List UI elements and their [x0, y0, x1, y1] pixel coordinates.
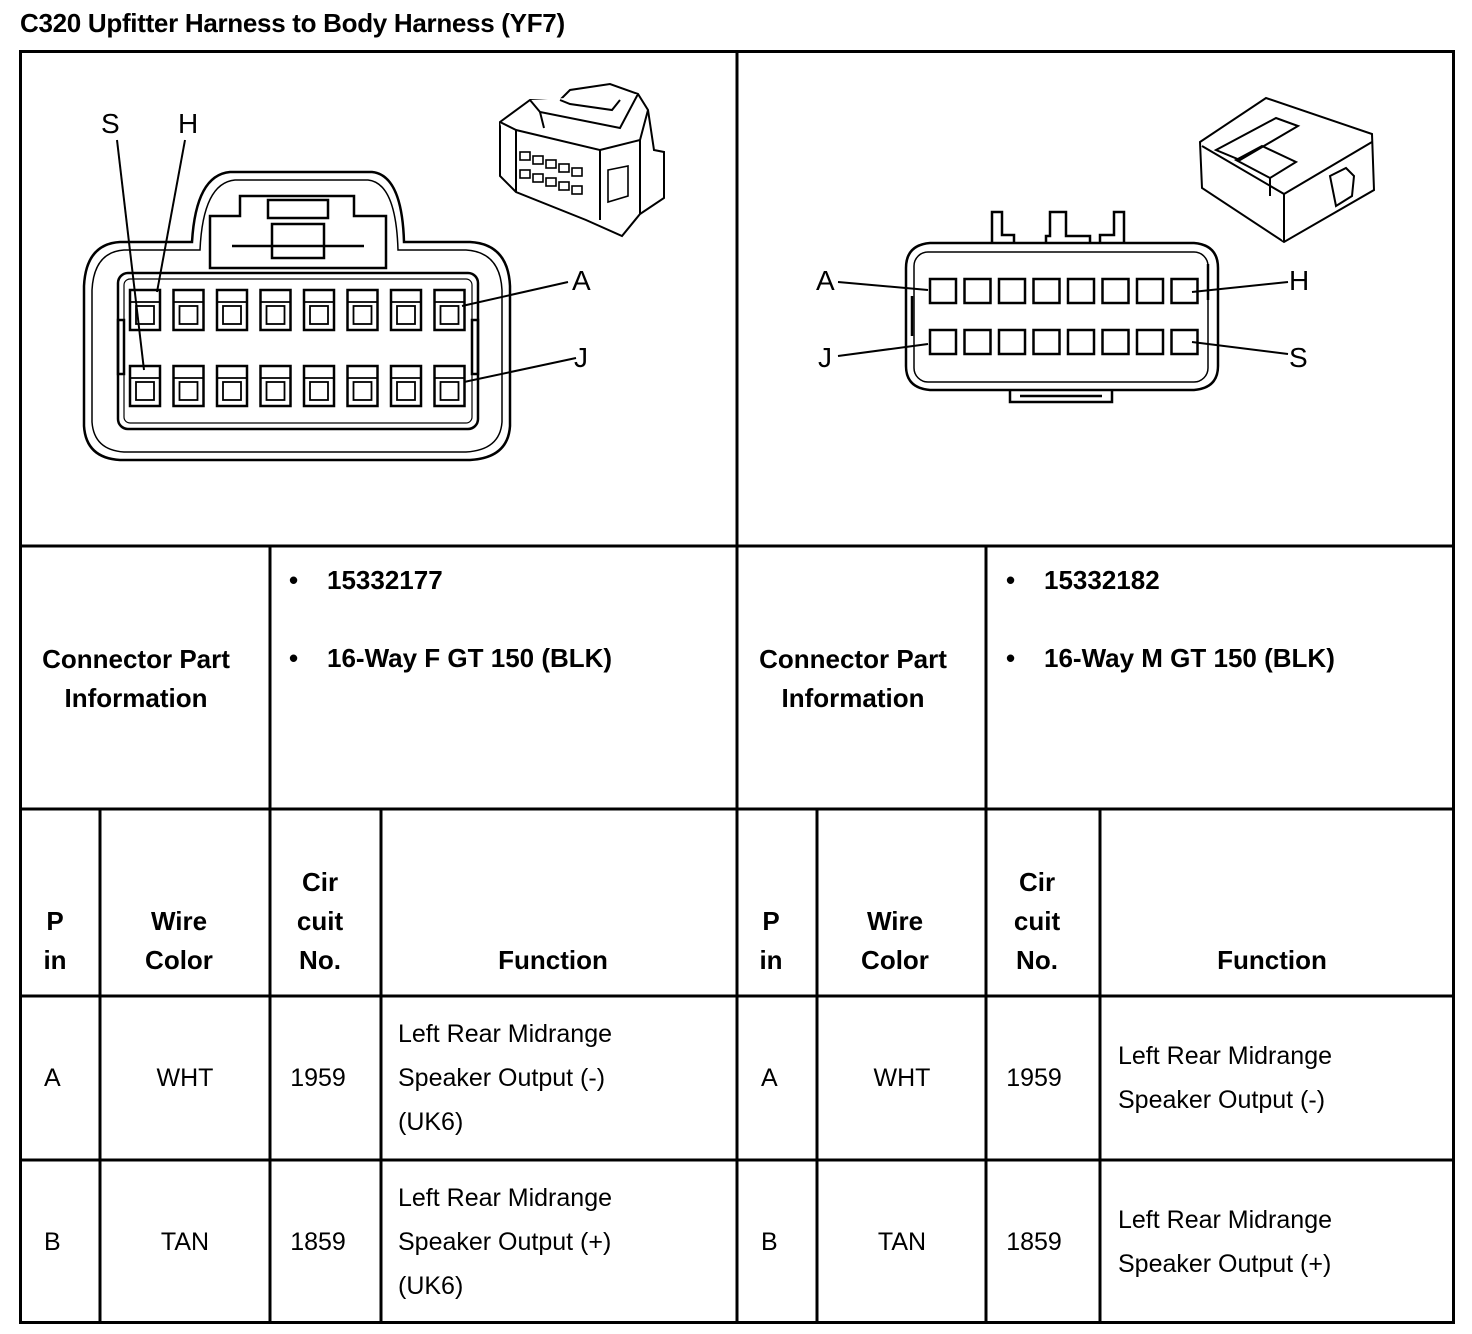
circuit-cell: 1859 — [290, 1228, 346, 1256]
bullet-icon: • — [289, 565, 299, 595]
right-connector-3d-icon — [1198, 96, 1376, 244]
right-pin-label-j: J — [818, 342, 832, 373]
terminal-cavity — [1135, 277, 1165, 305]
wire-color-cell: TAN — [877, 1228, 927, 1256]
terminal-cavity — [963, 328, 992, 356]
terminal-cavity — [128, 364, 162, 408]
function-cell: Left Rear Midrange Speaker Output (-) — [1118, 1042, 1333, 1114]
right-pin-label-s: S — [1289, 342, 1308, 373]
terminal-cavity — [302, 288, 336, 332]
circuit-cell: 1959 — [290, 1064, 346, 1092]
terminal-cavity — [1101, 328, 1130, 356]
left-connector-diagram: S H A J — [82, 82, 665, 462]
bullet-icon: • — [1006, 643, 1016, 673]
terminal-cavity — [172, 364, 205, 408]
wire-color-cell: WHT — [156, 1064, 214, 1092]
function-cell: Left Rear Midrange Speaker Output (-) (U… — [398, 1020, 613, 1136]
wire-color-cell: WHT — [873, 1064, 931, 1092]
left-pin-label-a: A — [572, 265, 591, 296]
terminal-cavity — [1032, 277, 1061, 305]
terminal-cavity — [259, 364, 292, 408]
terminal-cavity — [928, 328, 958, 356]
pin-cell: A — [44, 1064, 61, 1092]
terminal-cavity — [215, 364, 249, 408]
left-pin-label-j: J — [574, 342, 588, 373]
right-header-function: Function — [1217, 945, 1327, 975]
terminal-cavity — [997, 277, 1027, 305]
circuit-cell: 1959 — [1006, 1064, 1062, 1092]
terminal-cavity — [128, 288, 162, 332]
right-header-pin: P in — [759, 906, 783, 975]
left-connector-3d-icon — [499, 82, 665, 238]
circuit-cell: 1859 — [1006, 1228, 1062, 1256]
bullet-icon: • — [1006, 565, 1016, 595]
left-pin-label-h: H — [178, 108, 198, 139]
terminal-cavity — [1135, 328, 1165, 356]
terminal-cavity — [172, 288, 205, 332]
terminal-cavity — [928, 277, 958, 305]
right-connector-diagram: A J H S — [816, 96, 1376, 404]
left-connector-description: 16-Way F GT 150 (BLK) — [327, 643, 613, 673]
right-header-circuit-no: Cir cuit No. — [1013, 867, 1061, 975]
terminal-cavity — [302, 364, 336, 408]
right-connector-description: 16-Way M GT 150 (BLK) — [1044, 643, 1335, 673]
right-pin-label-a: A — [816, 265, 835, 296]
terminal-cavity — [963, 277, 992, 305]
terminal-cavity — [433, 364, 466, 408]
left-pin-label-s: S — [101, 108, 120, 139]
left-header-circuit-no: Cir cuit No. — [296, 867, 344, 975]
page-title: C320 Upfitter Harness to Body Harness (Y… — [20, 8, 565, 38]
right-header-wire-color: Wire Color — [861, 906, 929, 975]
left-header-pin: P in — [43, 906, 67, 975]
terminal-cavity — [1101, 277, 1130, 305]
pin-cell: B — [44, 1228, 61, 1256]
function-cell: Left Rear Midrange Speaker Output (+) — [1118, 1206, 1333, 1278]
right-part-number: 15332182 — [1044, 565, 1160, 595]
terminal-cavity — [1066, 277, 1096, 305]
function-cell: Left Rear Midrange Speaker Output (+) (U… — [398, 1184, 613, 1300]
pin-cell: B — [761, 1228, 778, 1256]
terminal-cavity — [433, 288, 466, 332]
right-connector-part-info-label: Connector Part Information — [759, 644, 947, 713]
right-pin-label-h: H — [1289, 265, 1309, 296]
terminal-cavity — [1032, 328, 1061, 356]
terminal-cavity — [997, 328, 1027, 356]
terminal-cavity — [389, 288, 423, 332]
left-header-wire-color: Wire Color — [145, 906, 213, 975]
left-header-function: Function — [498, 945, 608, 975]
left-connector-part-info-label: Connector Part Information — [42, 644, 230, 713]
terminal-cavity — [346, 288, 379, 332]
bullet-icon: • — [289, 643, 299, 673]
terminal-cavity — [215, 288, 249, 332]
terminal-cavity — [1066, 328, 1096, 356]
terminal-cavity — [389, 364, 423, 408]
pin-cell: A — [761, 1064, 778, 1092]
terminal-cavity — [259, 288, 292, 332]
left-part-number: 15332177 — [327, 565, 443, 595]
wire-color-cell: TAN — [160, 1228, 210, 1256]
terminal-cavity — [346, 364, 379, 408]
